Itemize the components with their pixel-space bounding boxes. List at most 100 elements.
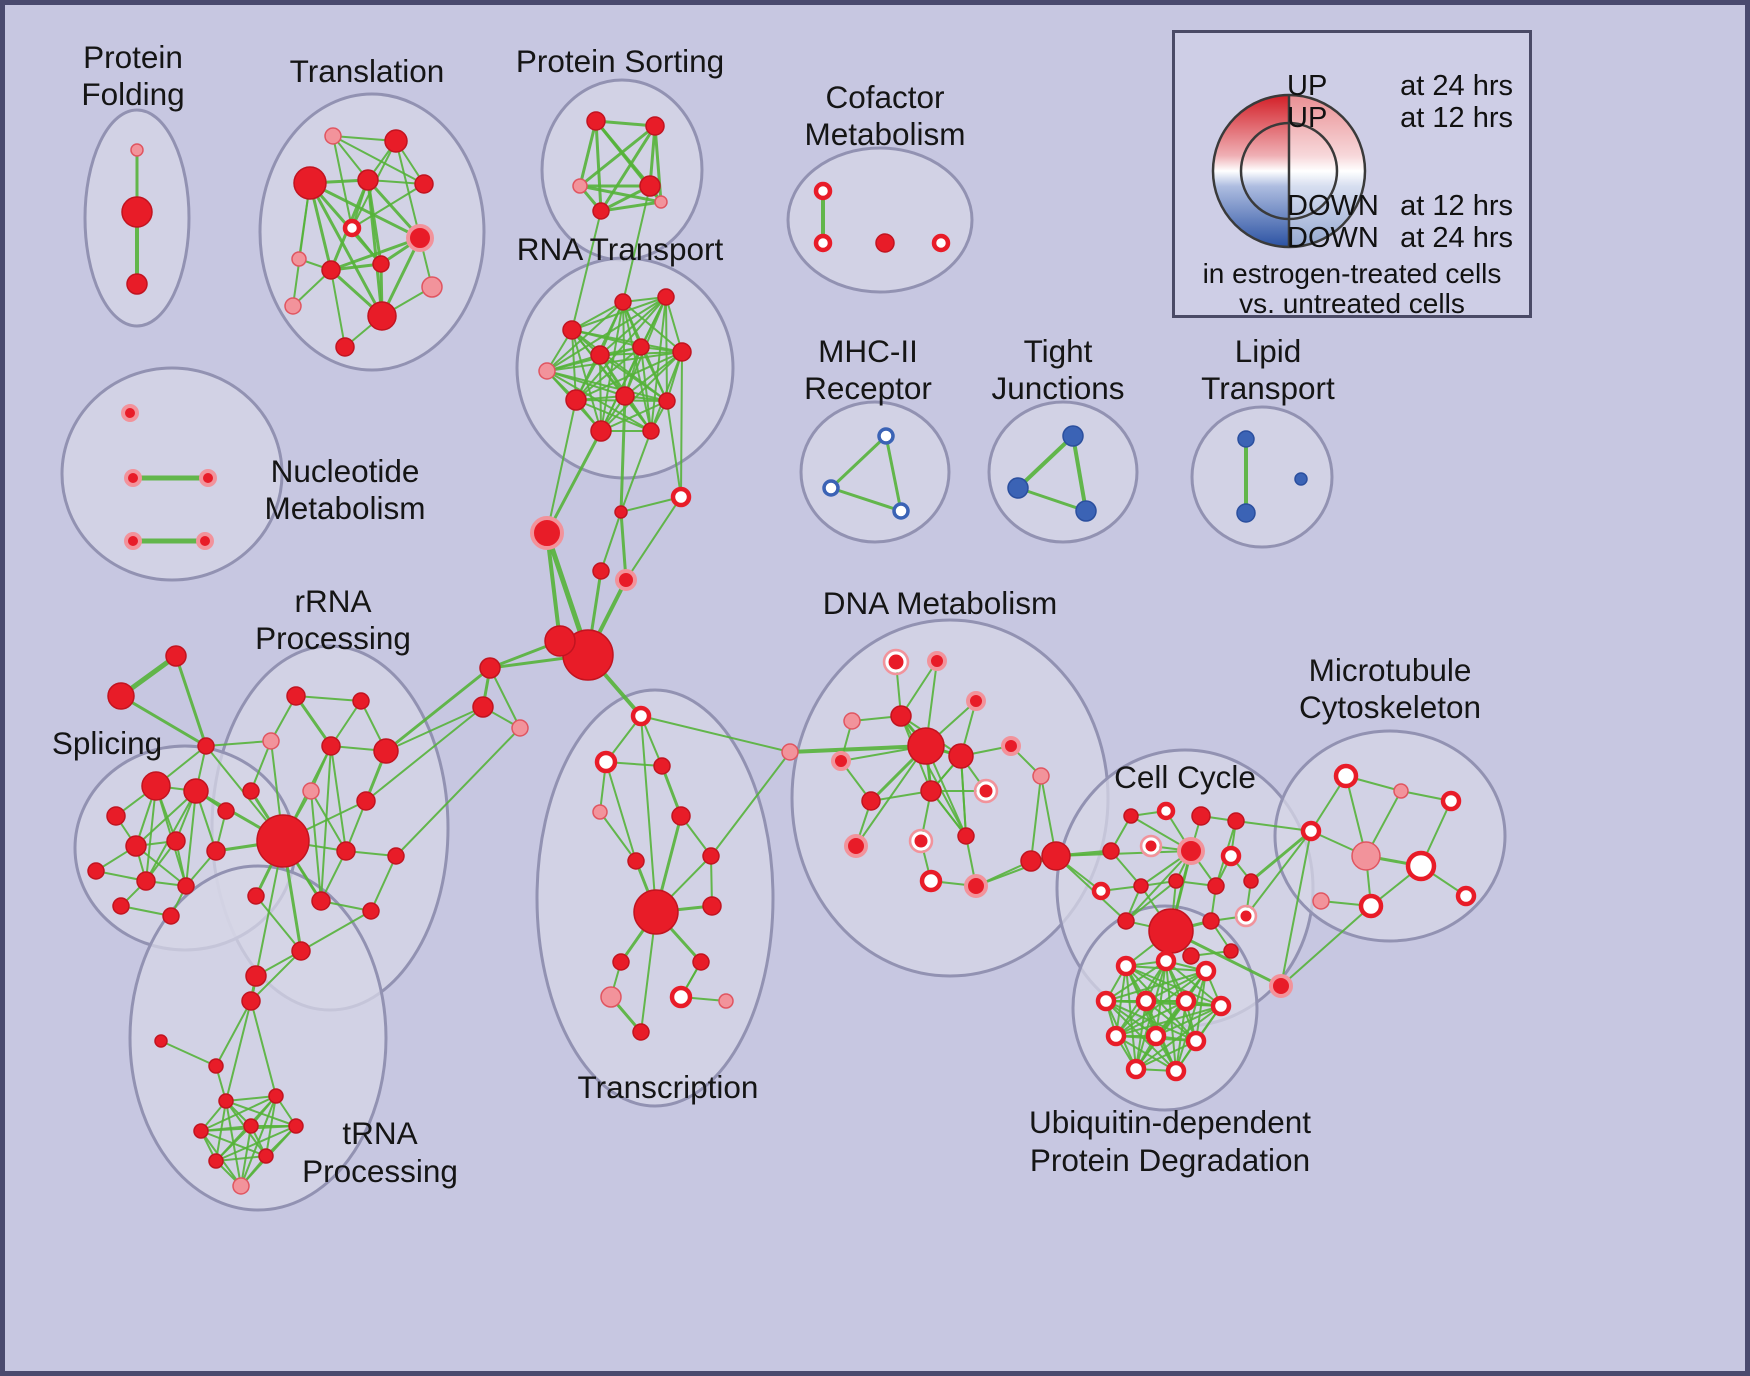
network-node: [565, 389, 587, 411]
network-edge: [1165, 960, 1222, 1007]
network-edge: [599, 124, 657, 213]
network-node: [654, 195, 668, 209]
network-node: [890, 705, 912, 727]
cluster-layer: [60, 78, 1507, 1212]
network-edge: [1280, 905, 1372, 987]
network-node: [177, 877, 195, 895]
network-edge: [710, 751, 791, 857]
network-edge: [650, 296, 667, 432]
network-node: [1135, 990, 1157, 1012]
network-edge: [666, 400, 682, 498]
network-node: [121, 196, 153, 228]
network-node: [633, 889, 679, 935]
network-node: [112, 897, 130, 915]
network-edge: [332, 135, 425, 185]
network-node: [1165, 1060, 1187, 1082]
network-node: [165, 645, 187, 667]
network-node: [356, 791, 376, 811]
cluster-label-cofactor-metabolism: Metabolism: [804, 116, 965, 152]
network-edge: [665, 296, 668, 402]
network-node: [311, 891, 331, 911]
network-node: [288, 1118, 304, 1134]
network-node: [206, 841, 226, 861]
network-node: [124, 469, 142, 487]
legend-updown-glyph: [1211, 93, 1367, 249]
network-node: [1185, 1030, 1207, 1052]
network-edge: [575, 346, 642, 401]
network-node: [291, 941, 311, 961]
network-node: [1062, 425, 1084, 447]
network-node: [1001, 736, 1021, 756]
network-node: [208, 1058, 224, 1074]
cluster-label-translation: Translation: [290, 53, 445, 89]
network-node: [324, 127, 342, 145]
network-node: [861, 791, 881, 811]
network-node: [1243, 873, 1259, 889]
legend-down12-time: at 12 hrs: [1400, 190, 1513, 222]
network-edge: [640, 715, 791, 753]
network-edge: [620, 496, 682, 513]
network-node: [1095, 990, 1117, 1012]
network-node: [1269, 974, 1293, 998]
network-node: [875, 233, 895, 253]
network-edge: [546, 301, 624, 372]
network-node: [669, 985, 693, 1009]
legend-caption-line2: vs. untreated cells: [1239, 288, 1465, 319]
network-edge: [599, 200, 663, 213]
network-edge: [329, 236, 422, 272]
network-node: [1312, 892, 1330, 910]
legend: UP at 24 hrs UP at 12 hrs DOWN at 12 hrs…: [1172, 30, 1532, 319]
network-node: [920, 780, 942, 802]
network-node: [1175, 990, 1197, 1012]
network-node: [1333, 763, 1359, 789]
network-node: [1041, 841, 1071, 871]
network-node: [1236, 503, 1256, 523]
network-node: [1020, 850, 1042, 872]
network-edge: [884, 434, 903, 513]
legend-row-up-24: UP at 24 hrs: [1287, 71, 1513, 101]
network-node: [124, 532, 142, 550]
network-edge: [300, 910, 372, 952]
network-node: [1142, 837, 1160, 855]
network-edge: [575, 351, 683, 401]
network-node: [1191, 806, 1211, 826]
cluster-label-microtubule-cytoskeleton: Microtubule: [1309, 652, 1472, 688]
network-node: [692, 953, 710, 971]
network-edge: [160, 1040, 217, 1067]
network-edge: [1055, 850, 1192, 857]
cluster-label-lipid-transport: Lipid: [1235, 333, 1302, 369]
network-node: [126, 273, 148, 295]
legend-down24-dir: DOWN: [1287, 222, 1379, 254]
network-node: [592, 562, 610, 580]
cluster-label-cell-cycle: Cell Cycle: [1114, 759, 1256, 795]
network-node: [357, 169, 379, 191]
network-node: [976, 781, 996, 801]
cluster-label-microtubule-cytoskeleton: Cytoskeleton: [1299, 689, 1481, 725]
network-node: [1237, 907, 1255, 925]
network-node: [1123, 808, 1139, 824]
network-node: [217, 802, 235, 820]
network-edge: [225, 1000, 252, 1102]
network-node: [1148, 908, 1194, 954]
network-node: [1177, 837, 1205, 865]
network-node: [671, 806, 691, 826]
network-node: [658, 392, 676, 410]
network-node: [600, 986, 622, 1008]
network-edge: [200, 1095, 277, 1132]
network-node: [1115, 955, 1137, 977]
network-node: [352, 692, 370, 710]
network-node: [1294, 472, 1308, 486]
network-edge: [240, 1125, 252, 1187]
network-edge: [624, 351, 683, 397]
network-edge: [215, 1125, 297, 1162]
network-node: [957, 827, 975, 845]
cluster-label-protein-folding: Folding: [81, 76, 184, 112]
network-node: [1393, 783, 1409, 799]
network-edge: [215, 1155, 267, 1162]
network-node: [645, 116, 665, 136]
network-node: [479, 657, 501, 679]
network-node: [373, 738, 399, 764]
network-edge: [351, 183, 425, 229]
cluster-label-rrna-processing: Processing: [255, 620, 411, 656]
